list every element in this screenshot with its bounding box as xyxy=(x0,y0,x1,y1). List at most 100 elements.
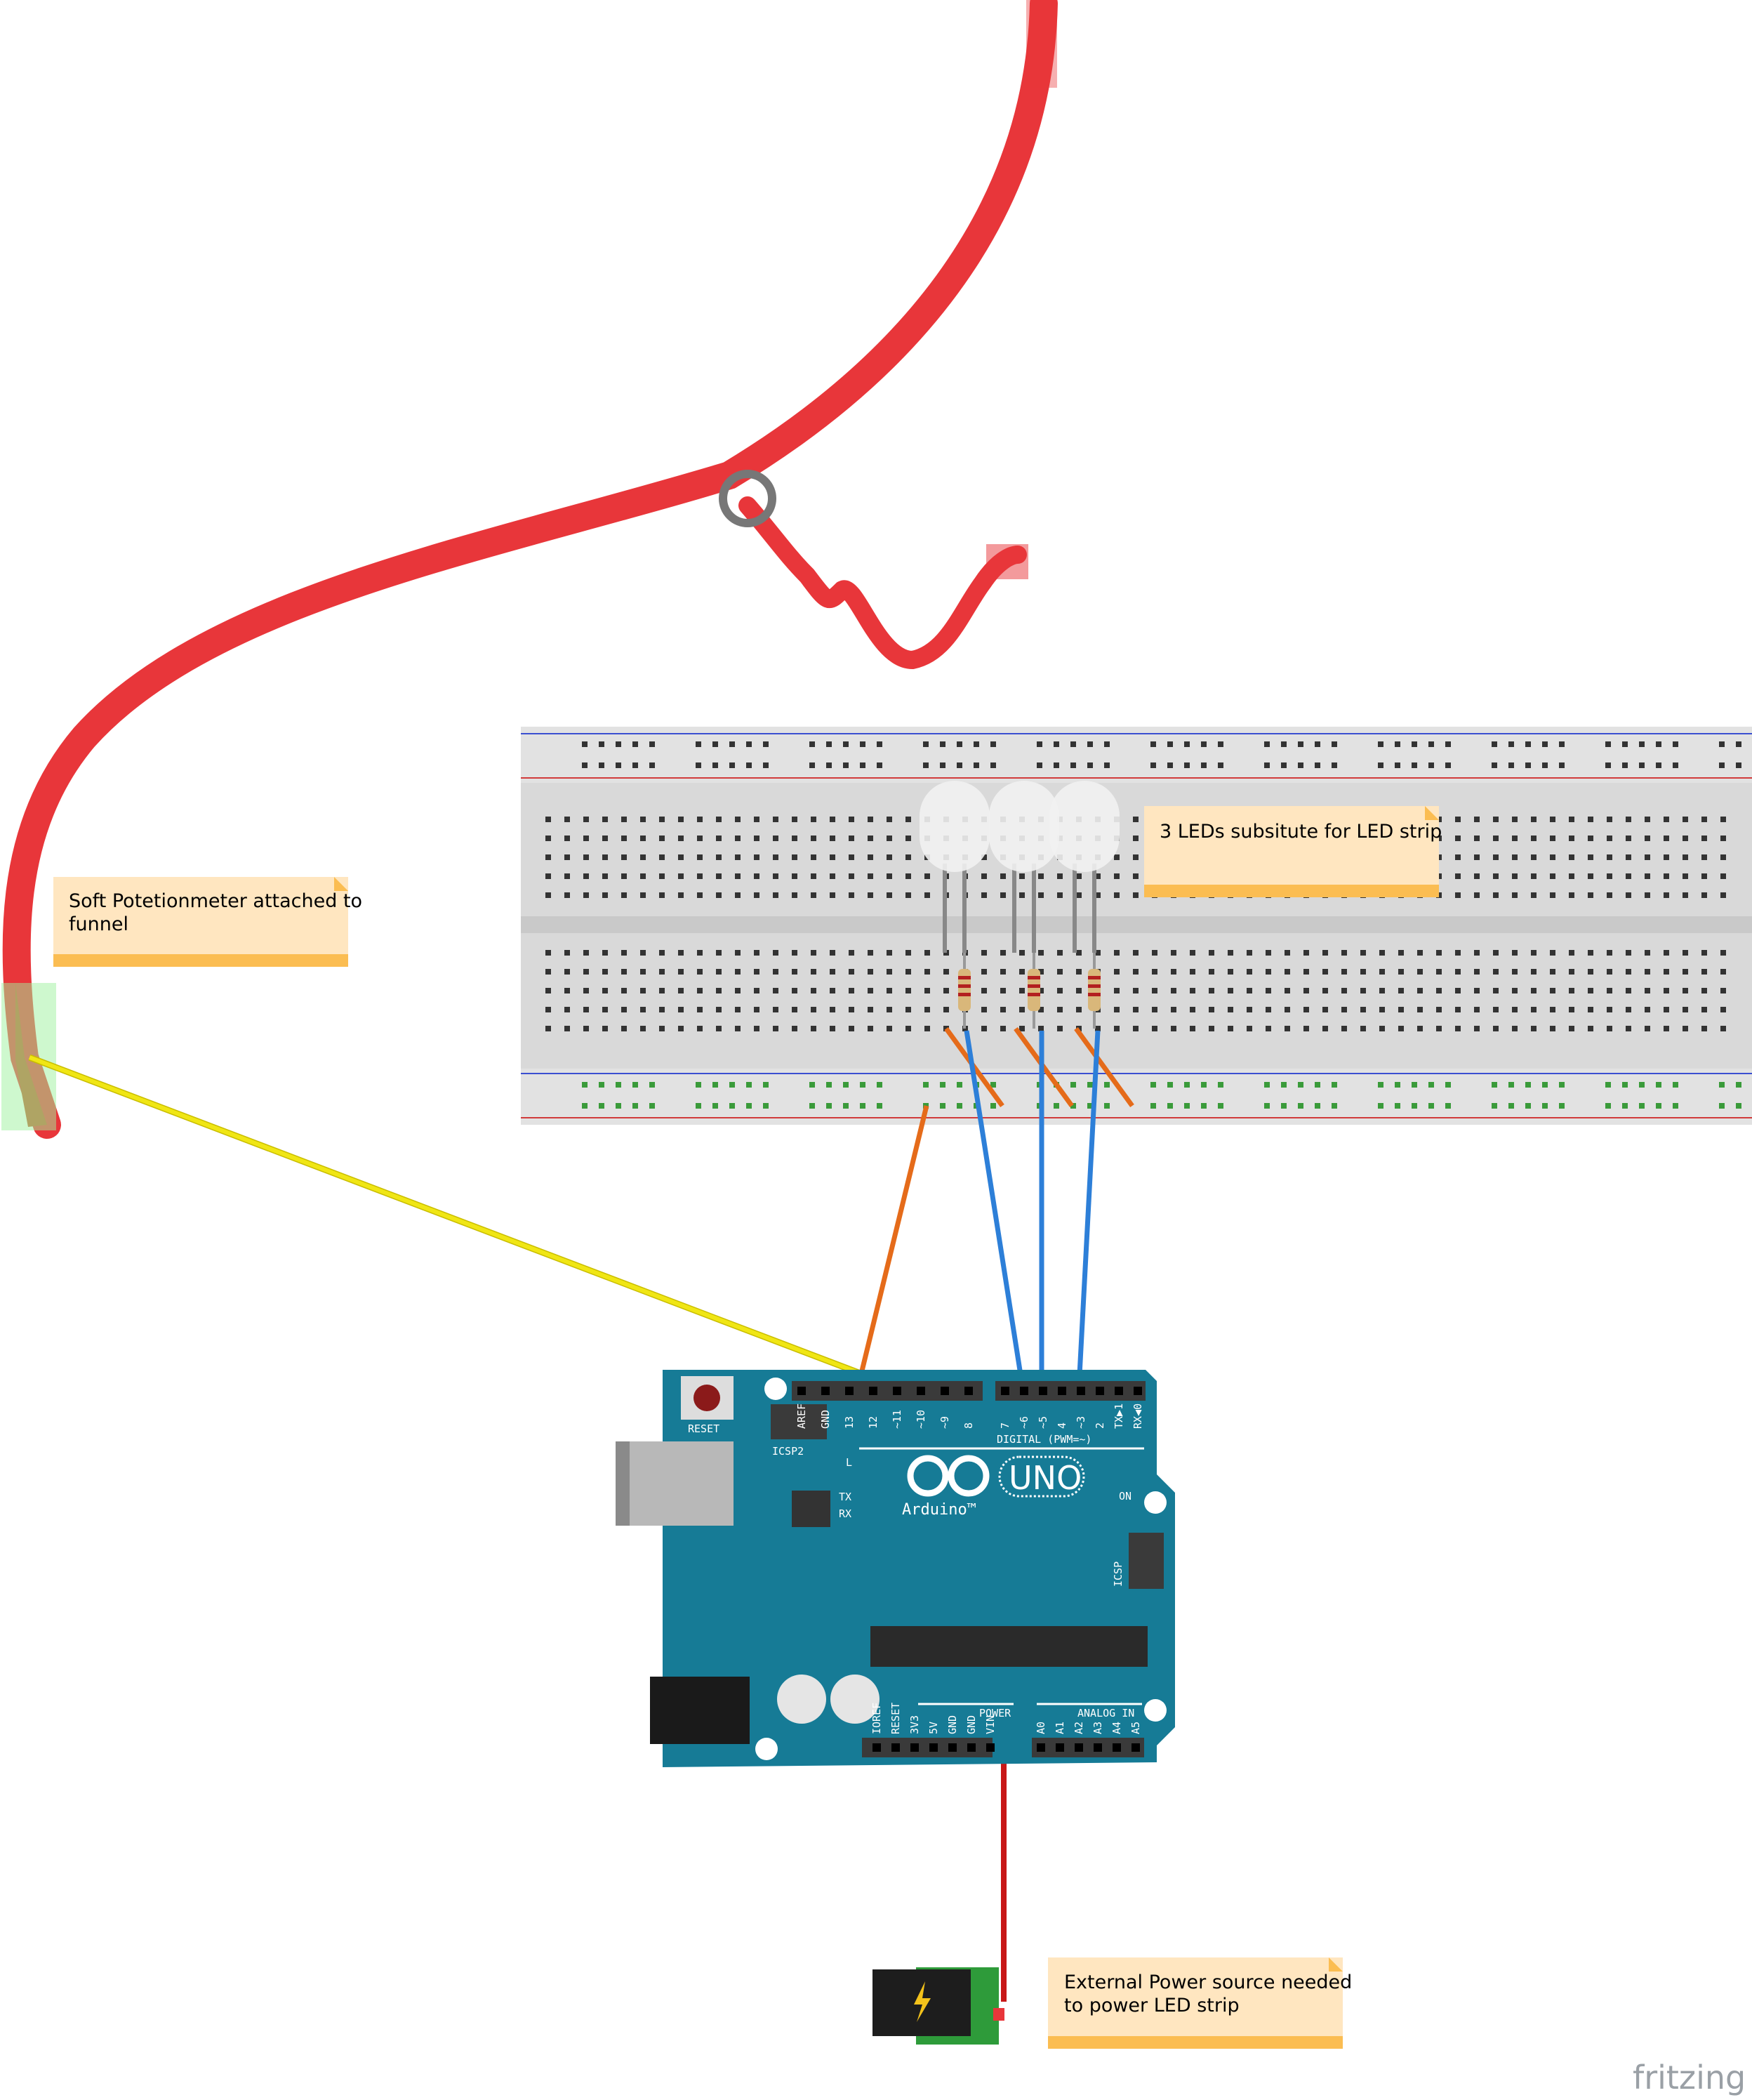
led-tx-label: TX xyxy=(839,1491,851,1503)
breadboard-hole xyxy=(1152,1007,1157,1012)
breadboard-hole xyxy=(868,1007,873,1012)
dc-power-jack[interactable] xyxy=(872,1967,1004,2045)
analog-pin[interactable] xyxy=(1037,1743,1045,1752)
digital-pin[interactable] xyxy=(964,1387,973,1395)
breadboard-hole xyxy=(1531,988,1537,993)
blue-wire-pin6[interactable] xyxy=(964,1030,1026,1389)
breadboard-hole xyxy=(811,1026,816,1031)
orange-wire-gnd[interactable] xyxy=(855,1105,929,1389)
digital-pin[interactable] xyxy=(821,1387,830,1395)
power-pin[interactable] xyxy=(910,1743,919,1752)
wires xyxy=(28,1030,1101,2002)
digital-pin[interactable] xyxy=(1058,1387,1066,1395)
resistor[interactable] xyxy=(1028,953,1040,1029)
breadboard-hole xyxy=(868,873,873,879)
breadboard-hole xyxy=(640,1026,646,1031)
digital-pin[interactable] xyxy=(1020,1387,1028,1395)
breadboard-hole xyxy=(1266,988,1271,993)
blue-wire-pin3[interactable] xyxy=(1076,1030,1101,1389)
digital-pin[interactable] xyxy=(1115,1387,1123,1395)
analog-pin[interactable] xyxy=(1132,1743,1140,1752)
analog-pin[interactable] xyxy=(1094,1743,1102,1752)
breadboard-hole xyxy=(583,873,589,879)
soft-potentiometer[interactable] xyxy=(1,0,1058,1139)
breadboard-hole xyxy=(1474,873,1480,879)
rail-hole xyxy=(599,1082,604,1088)
rail-hole xyxy=(1298,1103,1303,1109)
breadboard-hole xyxy=(1683,988,1688,993)
digital-pin[interactable] xyxy=(797,1387,806,1395)
analog-pin[interactable] xyxy=(1056,1743,1064,1752)
resistor[interactable] xyxy=(1088,953,1101,1029)
power-pin[interactable] xyxy=(891,1743,900,1752)
breadboard-hole xyxy=(564,988,570,993)
breadboard-hole xyxy=(1019,1007,1025,1012)
digital-pin[interactable] xyxy=(1039,1387,1047,1395)
rail-hole xyxy=(940,762,945,768)
led[interactable] xyxy=(920,781,990,953)
icsp-label: ICSP xyxy=(1112,1561,1124,1587)
power-pin[interactable] xyxy=(929,1743,938,1752)
breadboard-hole xyxy=(1645,873,1650,879)
breadboard-hole xyxy=(1720,817,1726,822)
breadboard-hole xyxy=(1474,817,1480,822)
digital-pin[interactable] xyxy=(869,1387,877,1395)
led[interactable] xyxy=(1049,781,1120,953)
digital-pin[interactable] xyxy=(1077,1387,1085,1395)
breadboard-hole xyxy=(1228,1026,1233,1031)
rail-hole xyxy=(1087,1082,1093,1088)
analog-pin[interactable] xyxy=(1075,1743,1083,1752)
breadboard-hole xyxy=(678,1007,684,1012)
digital-pin[interactable] xyxy=(845,1387,854,1395)
resistor[interactable] xyxy=(958,953,971,1029)
breadboard-hole xyxy=(830,854,835,860)
breadboard-hole xyxy=(1607,892,1612,898)
digital-pin[interactable] xyxy=(1134,1387,1142,1395)
digital-pin[interactable] xyxy=(1096,1387,1104,1395)
analog-pin[interactable] xyxy=(1113,1743,1121,1752)
breadboard-hole xyxy=(1645,969,1650,975)
breadboard-hole xyxy=(1683,854,1688,860)
note-external-power[interactable]: External Power source needed to power LE… xyxy=(1048,1957,1352,2049)
breadboard-hole xyxy=(1019,1026,1025,1031)
breadboard-hole xyxy=(792,1026,797,1031)
breadboard-hole xyxy=(868,892,873,898)
power-pin[interactable] xyxy=(872,1743,881,1752)
breadboard[interactable] xyxy=(521,727,1752,1125)
rail-hole xyxy=(1673,741,1678,747)
power-pin[interactable] xyxy=(967,1743,976,1752)
note-soft-potentiometer[interactable]: Soft Potetionmeter attached to funnel xyxy=(53,877,362,967)
breadboard-hole xyxy=(1683,873,1688,879)
breadboard-hole xyxy=(1626,950,1631,956)
power-pin[interactable] xyxy=(986,1743,995,1752)
analog-pin-label: A0 xyxy=(1035,1722,1047,1734)
breadboard-hole xyxy=(905,950,911,956)
breadboard-hole xyxy=(1588,873,1593,879)
breadboard-hole xyxy=(640,1007,646,1012)
breadboard-hole xyxy=(905,873,911,879)
digital-pin[interactable] xyxy=(941,1387,949,1395)
rail-hole xyxy=(957,1103,962,1109)
breadboard-hole xyxy=(1038,873,1044,879)
breadboard-hole xyxy=(1626,969,1631,975)
rail-hole xyxy=(1087,762,1093,768)
power-pin-label: GND xyxy=(965,1715,978,1734)
digital-pin[interactable] xyxy=(917,1387,925,1395)
orange-wire-gnd-jumper[interactable] xyxy=(1074,1026,1134,1108)
power-pin[interactable] xyxy=(948,1743,957,1752)
digital-pin[interactable] xyxy=(893,1387,901,1395)
breadboard-hole xyxy=(1190,1026,1195,1031)
note-leds[interactable]: 3 LEDs subsitute for LED strip xyxy=(1144,806,1442,897)
breadboard-hole xyxy=(754,892,759,898)
led[interactable] xyxy=(989,781,1059,953)
rail-hole xyxy=(616,762,621,768)
breadboard-hole xyxy=(1341,969,1347,975)
breadboard-hole xyxy=(1645,892,1650,898)
breadboard-hole xyxy=(545,836,551,841)
digital-pin-label: ~5 xyxy=(1037,1416,1049,1429)
digital-pin[interactable] xyxy=(1001,1387,1009,1395)
breadboard-hole xyxy=(583,988,589,993)
breadboard-hole xyxy=(1645,950,1650,956)
breadboard-hole xyxy=(583,950,589,956)
